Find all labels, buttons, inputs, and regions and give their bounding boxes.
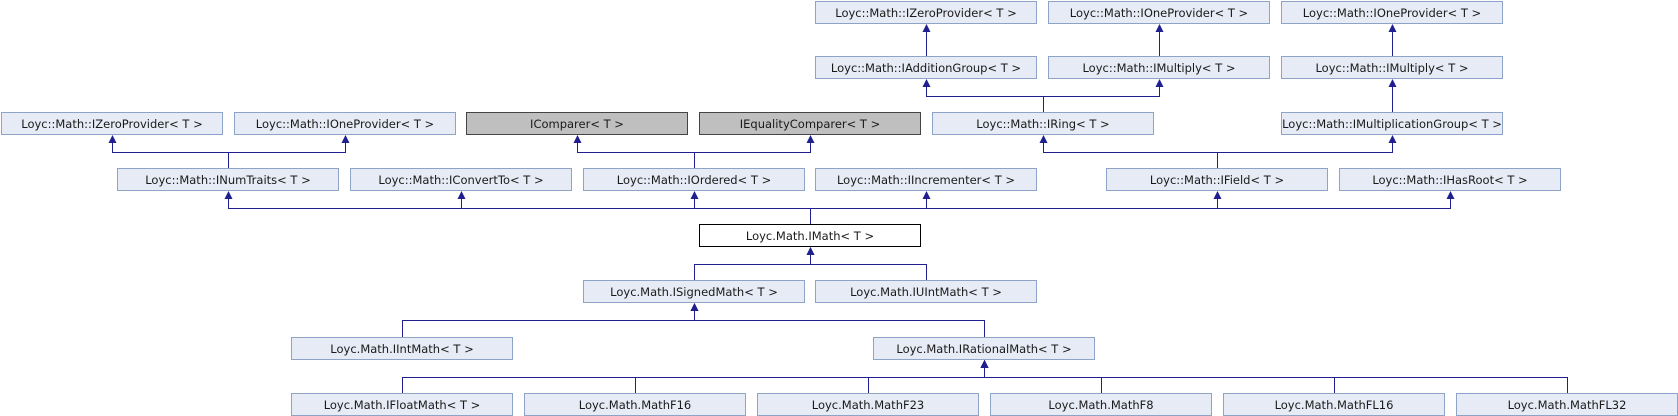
class-node-iintmath[interactable]: Loyc.Math.IIntMath< T > bbox=[291, 337, 513, 360]
class-node-one_left[interactable]: Loyc::Math::IOneProvider< T > bbox=[234, 112, 456, 135]
class-node-icomparer[interactable]: IComparer< T > bbox=[466, 112, 688, 135]
class-node-iincrementer[interactable]: Loyc::Math::IIncrementer< T > bbox=[815, 168, 1037, 191]
edge-imath-to-iordered bbox=[690, 191, 811, 224]
class-node-ifield[interactable]: Loyc::Math::IField< T > bbox=[1106, 168, 1328, 191]
edge-iuintmath-to-imath bbox=[806, 247, 927, 280]
edge-inumtraits-to-zero_left bbox=[108, 135, 229, 168]
edge-iring-to-add_group bbox=[922, 79, 1044, 112]
edge-inumtraits-to-one_left bbox=[228, 135, 350, 168]
class-node-iring[interactable]: Loyc::Math::IRing< T > bbox=[932, 112, 1154, 135]
edge-irationalmath-to-isignedmath bbox=[690, 303, 985, 337]
edge-mathfl32-to-irationalmath bbox=[980, 360, 1568, 393]
class-node-mathfl32[interactable]: Loyc.Math.MathFL32 bbox=[1456, 393, 1678, 416]
edge-ifield-to-iring bbox=[1039, 135, 1218, 168]
class-node-imath: Loyc.Math.IMath< T > bbox=[699, 224, 921, 247]
class-node-mathf23[interactable]: Loyc.Math.MathF23 bbox=[757, 393, 979, 416]
edge-iring-to-multiply1 bbox=[1043, 79, 1164, 112]
class-node-iuintmath[interactable]: Loyc.Math.IUIntMath< T > bbox=[815, 280, 1037, 303]
class-node-ihasroot[interactable]: Loyc::Math::IHasRoot< T > bbox=[1339, 168, 1561, 191]
class-node-iordered[interactable]: Loyc::Math::IOrdered< T > bbox=[583, 168, 805, 191]
class-node-mathfl16[interactable]: Loyc.Math.MathFL16 bbox=[1223, 393, 1445, 416]
class-node-one_top1[interactable]: Loyc::Math::IOneProvider< T > bbox=[1048, 1, 1270, 24]
class-node-zero_left[interactable]: Loyc::Math::IZeroProvider< T > bbox=[1, 112, 223, 135]
class-node-isignedmath[interactable]: Loyc.Math.ISignedMath< T > bbox=[583, 280, 805, 303]
edge-isignedmath-to-imath bbox=[694, 247, 815, 280]
class-node-inumtraits[interactable]: Loyc::Math::INumTraits< T > bbox=[117, 168, 339, 191]
class-node-mathf8[interactable]: Loyc.Math.MathF8 bbox=[990, 393, 1212, 416]
class-node-iconvertto[interactable]: Loyc::Math::IConvertTo< T > bbox=[350, 168, 572, 191]
class-node-zero_top[interactable]: Loyc::Math::IZeroProvider< T > bbox=[815, 1, 1037, 24]
edge-iintmath-to-isignedmath bbox=[402, 303, 699, 337]
edge-iordered-to-icomparer bbox=[573, 135, 695, 168]
class-node-imulgroup[interactable]: Loyc::Math::IMultiplicationGroup< T > bbox=[1281, 112, 1503, 135]
class-node-multiply1[interactable]: Loyc::Math::IMultiply< T > bbox=[1048, 56, 1270, 79]
class-node-ifloatmath[interactable]: Loyc.Math.IFloatMath< T > bbox=[291, 393, 513, 416]
class-node-irationalmath[interactable]: Loyc.Math.IRationalMath< T > bbox=[873, 337, 1095, 360]
class-node-add_group[interactable]: Loyc::Math::IAdditionGroup< T > bbox=[815, 56, 1037, 79]
class-node-one_top2[interactable]: Loyc::Math::IOneProvider< T > bbox=[1281, 1, 1503, 24]
edge-iordered-to-iequality bbox=[694, 135, 815, 168]
class-node-mathf16[interactable]: Loyc.Math.MathF16 bbox=[524, 393, 746, 416]
edge-mathf23-to-irationalmath bbox=[868, 360, 989, 393]
class-node-multiply2[interactable]: Loyc::Math::IMultiply< T > bbox=[1281, 56, 1503, 79]
edge-ifield-to-imulgroup bbox=[1217, 135, 1397, 168]
edge-imath-to-ihasroot bbox=[810, 191, 1455, 224]
class-node-iequality[interactable]: IEqualityComparer< T > bbox=[699, 112, 921, 135]
